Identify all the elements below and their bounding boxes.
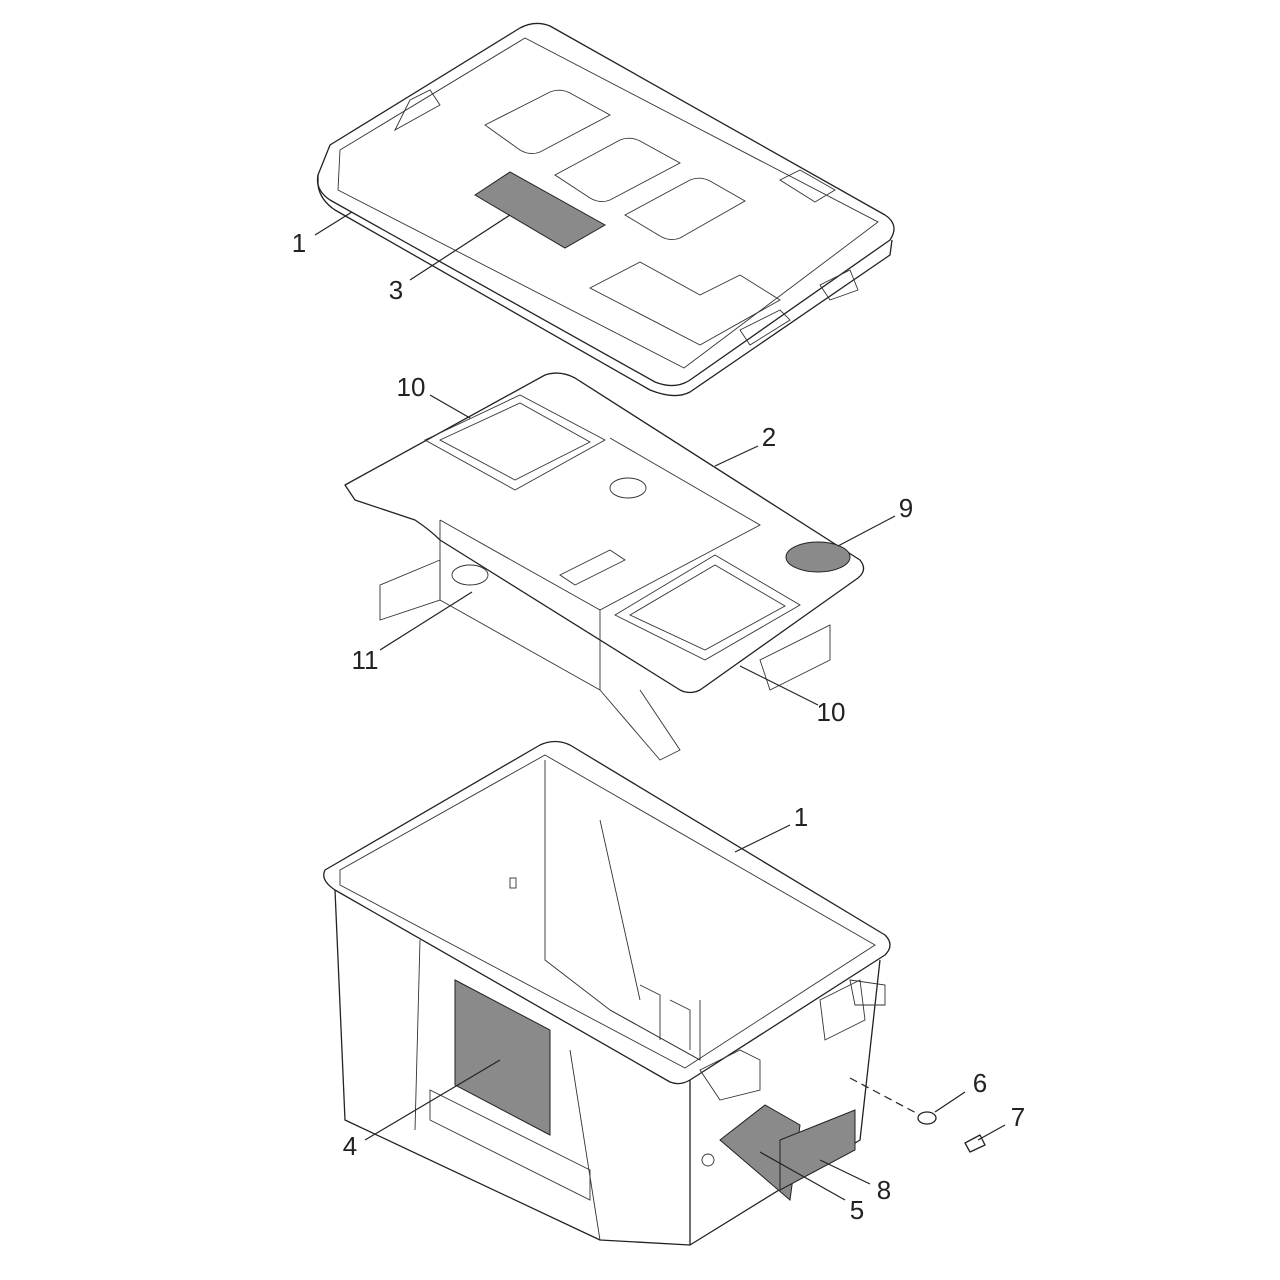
callout-box-label-5: 5 <box>849 1195 865 1225</box>
callout-box-1: 1 <box>793 802 809 832</box>
callout-box-label-8: 8 <box>876 1175 892 1205</box>
callout-box-label-4: 4 <box>342 1131 358 1161</box>
lid-part <box>316 22 895 397</box>
callout-screw-7: 7 <box>1010 1102 1026 1132</box>
callout-lid-1: 1 <box>291 228 307 258</box>
lid-windows <box>484 89 746 241</box>
callout-hatch-bottom-10: 10 <box>816 697 846 727</box>
box-label-4 <box>454 979 551 1136</box>
callout-lid-label-3: 3 <box>388 275 404 305</box>
callout-bracket-2: 2 <box>761 422 777 452</box>
bracket-part <box>344 372 865 761</box>
box-part <box>323 740 891 1246</box>
box-label-8 <box>779 1109 856 1191</box>
callout-washer-6: 6 <box>972 1068 988 1098</box>
washer-6 <box>917 1111 937 1125</box>
callout-plug-9: 9 <box>898 493 914 523</box>
callout-hatch-top-10: 10 <box>396 372 426 402</box>
callout-spacer-11: 11 <box>351 645 379 675</box>
leader-lines <box>314 211 1006 1201</box>
lid-label-3 <box>474 171 607 249</box>
plug-9 <box>785 541 851 573</box>
